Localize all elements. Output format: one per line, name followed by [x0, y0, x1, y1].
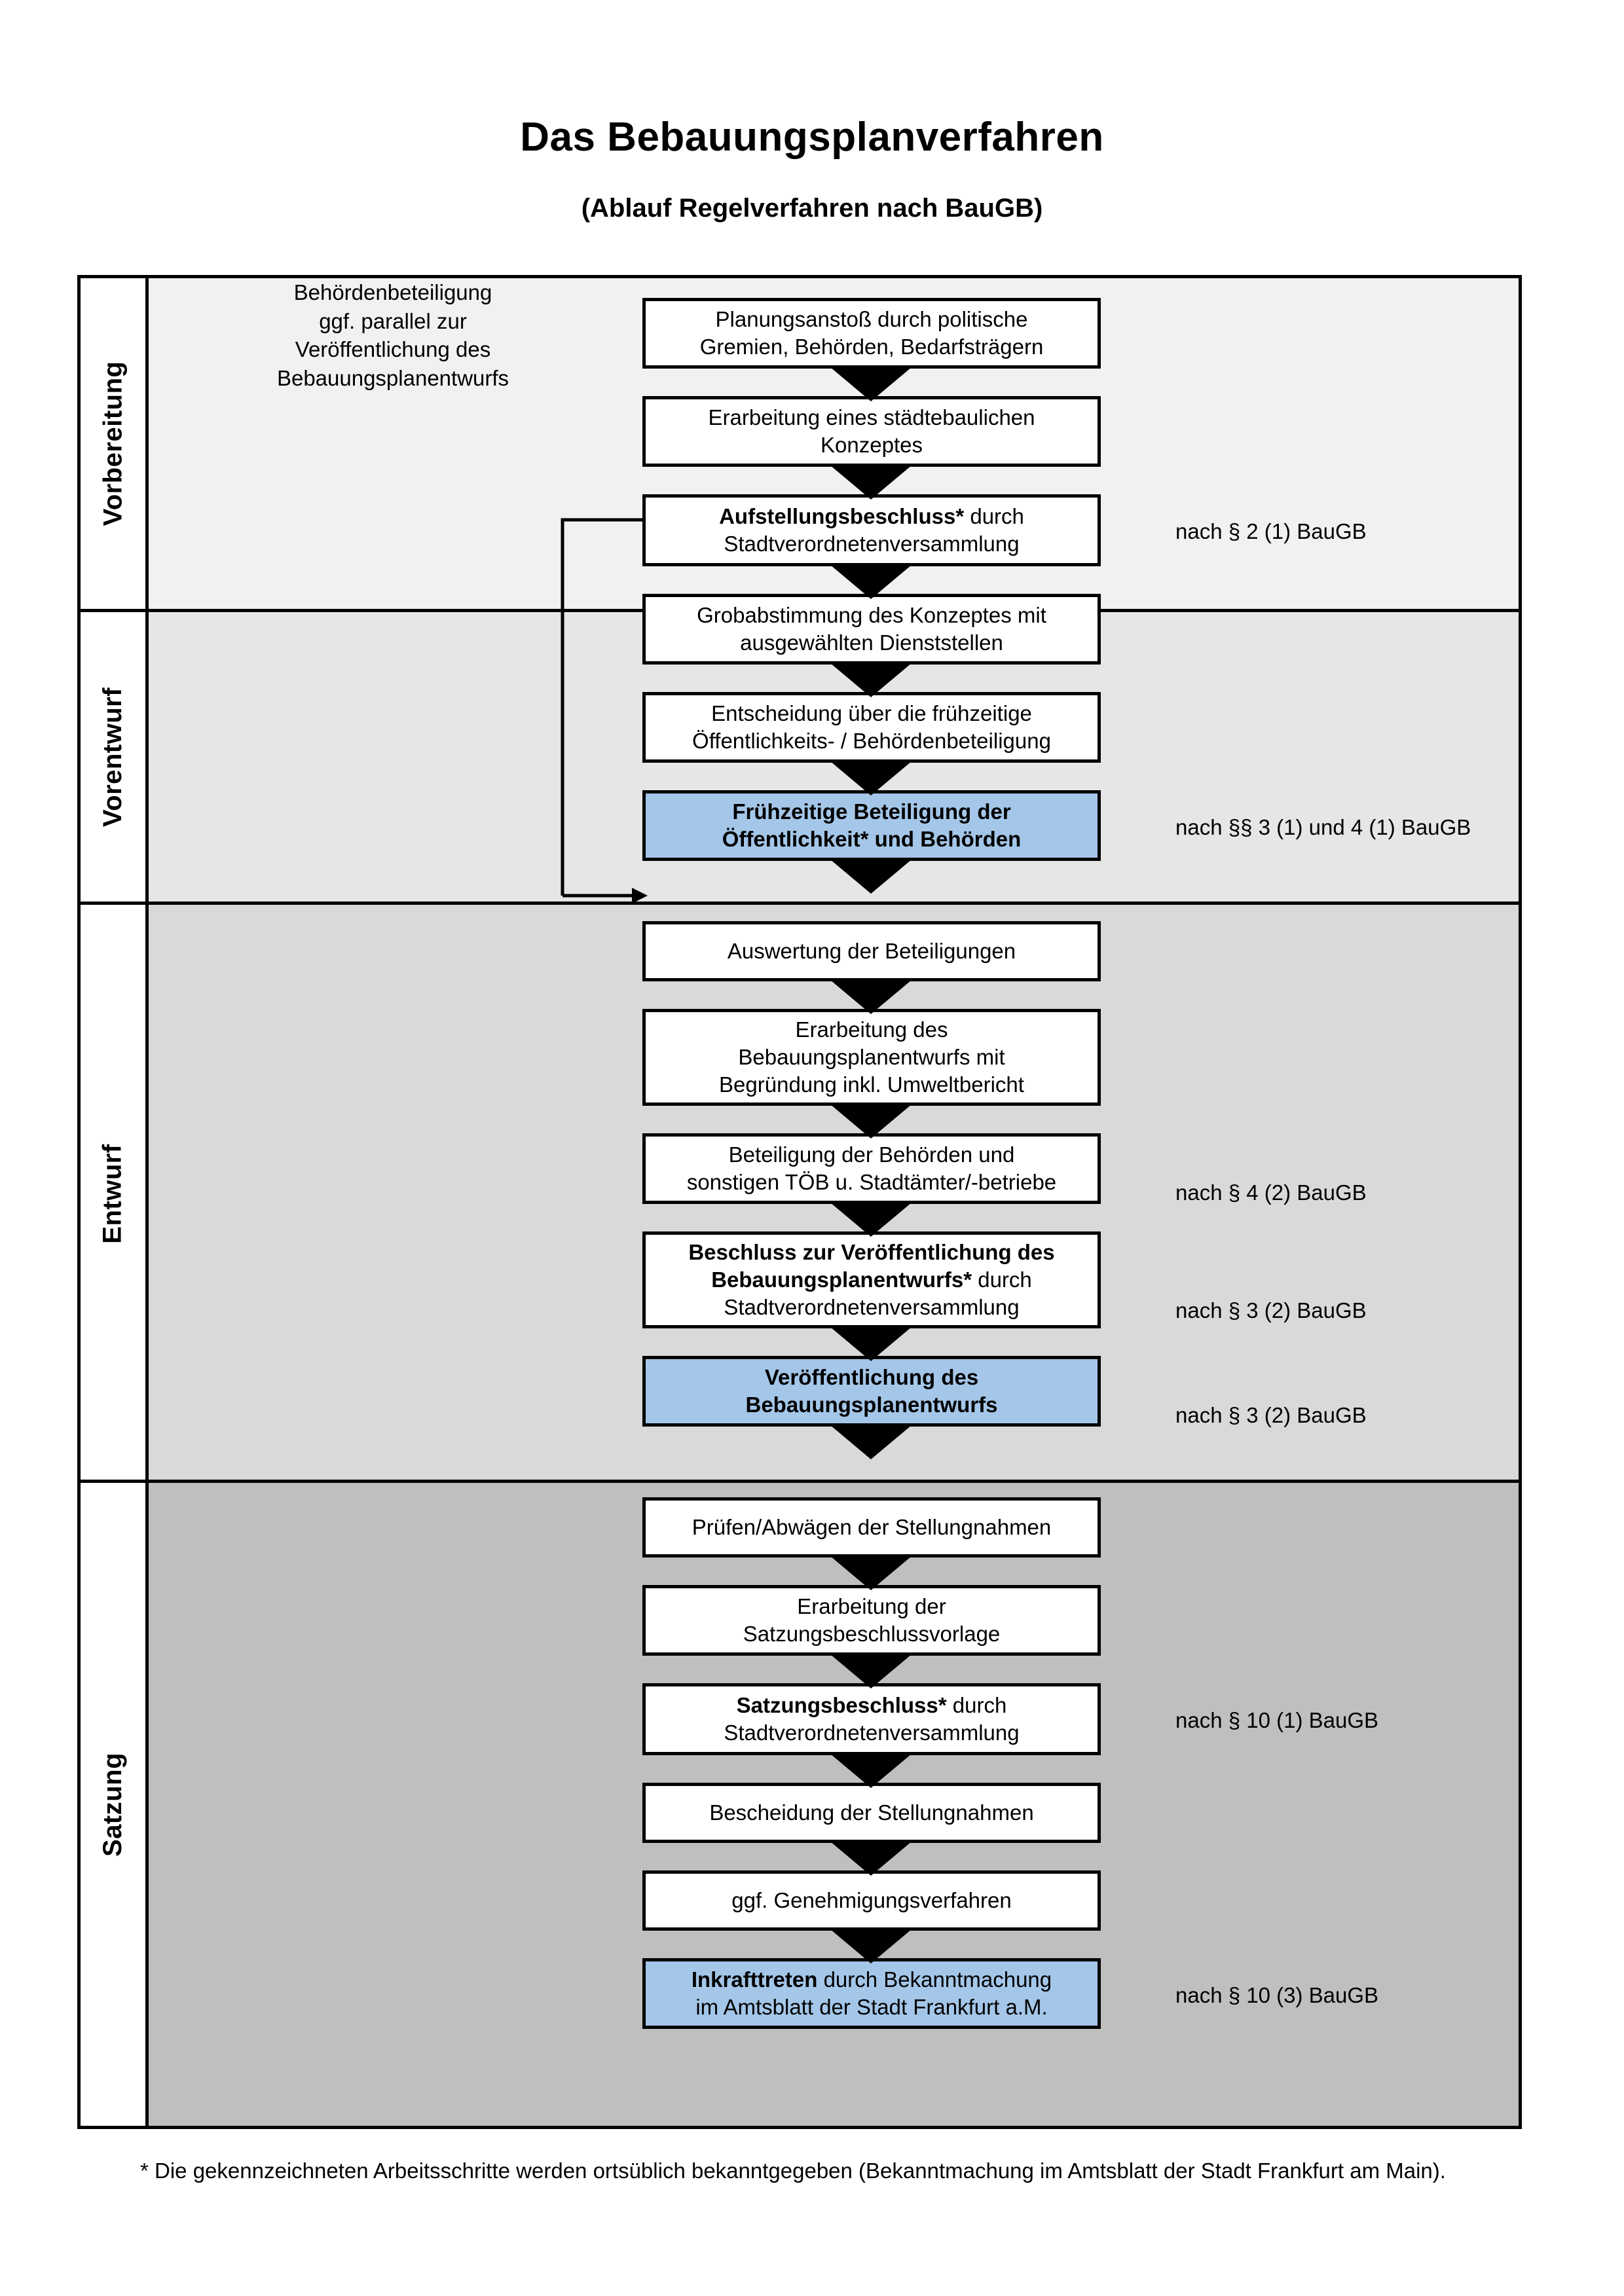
step-text: Auswertung der Beteiligungen: [727, 938, 1016, 963]
arrow-down-icon: [830, 367, 912, 401]
step-beschluss-veroeffentlichung[interactable]: Beschluss zur Veröffentlichung des Bebau…: [642, 1231, 1101, 1328]
phase-label-text: Satzung: [98, 1752, 128, 1857]
arrow-down-icon: [830, 1425, 912, 1459]
step-bescheidung-stellungnahmen[interactable]: Bescheidung der Stellungnahmen: [642, 1783, 1101, 1843]
phase-label-satzung: Satzung: [81, 1483, 145, 2126]
step-text: Prüfen/Abwägen der Stellungnahmen: [692, 1514, 1052, 1539]
flowchart-frame: Vorbereitung Vorentwurf Entwurf Satzung …: [77, 275, 1522, 2129]
phase-label-vorbereitung: Vorbereitung: [81, 278, 145, 609]
legal-ref-par3-2a: nach § 3 (2) BauGB: [1175, 1298, 1367, 1322]
arrow-down-icon: [830, 465, 912, 500]
step-text: Erarbeitung der Satzungsbeschlussvorlage: [743, 1594, 1001, 1646]
arrow-down-icon: [830, 663, 912, 697]
legal-ref-par4-2: nach § 4 (2) BauGB: [1175, 1180, 1367, 1205]
phase-label-vorentwurf: Vorentwurf: [81, 609, 145, 905]
step-text: Beteiligung der Behörden und sonstigen T…: [686, 1142, 1057, 1194]
step-text: Erarbeitung eines städtebaulichen Konzep…: [708, 405, 1035, 457]
step-planungsanstoss[interactable]: Planungsanstoß durch politische Gremien,…: [642, 298, 1101, 369]
step-text: Bescheidung der Stellungnahmen: [709, 1800, 1034, 1825]
legal-ref-par10-3: nach § 10 (3) BauGB: [1175, 1983, 1379, 2007]
step-satzungsbeschlussvorlage[interactable]: Erarbeitung der Satzungsbeschlussvorlage: [642, 1585, 1101, 1656]
step-erarbeitung-bplan-entwurf[interactable]: Erarbeitung des Bebauungsplanentwurfs mi…: [642, 1009, 1101, 1106]
step-text: Entscheidung über die frühzeitige Öffent…: [692, 701, 1051, 753]
behoerdenbeteiligung-note: Behördenbeteiligung ggf. parallel zur Ve…: [252, 278, 534, 392]
arrow-down-icon: [830, 1327, 912, 1361]
phase-label-text: Vorentwurf: [98, 687, 127, 827]
arrow-down-icon: [830, 1556, 912, 1590]
phase-label-text: Vorbereitung: [98, 361, 127, 526]
arrow-down-icon: [830, 1654, 912, 1688]
legal-ref-par3-4: nach §§ 3 (1) und 4 (1) BauGB: [1175, 815, 1471, 839]
step-text: Veröffentlichung des Bebauungsplanentwur…: [745, 1364, 998, 1417]
step-satzungsbeschluss[interactable]: Satzungsbeschluss* durch Stadtverordnete…: [642, 1683, 1101, 1755]
step-inkrafttreten[interactable]: Inkrafttreten durch Bekanntmachung im Am…: [642, 1958, 1101, 2029]
step-genehmigungsverfahren[interactable]: ggf. Genehmigungsverfahren: [642, 1870, 1101, 1931]
parallel-path-arrow-icon: [561, 518, 648, 903]
step-entscheidung-fruehzeitige[interactable]: Entscheidung über die frühzeitige Öffent…: [642, 692, 1101, 763]
arrow-down-icon: [830, 980, 912, 1014]
legal-ref-par10-1: nach § 10 (1) BauGB: [1175, 1708, 1379, 1732]
step-beteiligung-behoerden-toeb[interactable]: Beteiligung der Behörden und sonstigen T…: [642, 1133, 1101, 1204]
phase-label-text: Entwurf: [98, 1144, 127, 1244]
page-subtitle: (Ablauf Regelverfahren nach BauGB): [581, 194, 1043, 223]
note-line: ggf. parallel zur: [319, 308, 467, 333]
arrow-down-icon: [830, 565, 912, 599]
step-fruehzeitige-beteiligung[interactable]: Frühzeitige Beteiligung der Öffentlichke…: [642, 790, 1101, 861]
step-text: ggf. Genehmigungsverfahren: [731, 1887, 1012, 1912]
step-pruefen-abwaegen[interactable]: Prüfen/Abwägen der Stellungnahmen: [642, 1497, 1101, 1558]
arrow-down-icon: [830, 1203, 912, 1237]
note-line: Behördenbeteiligung: [293, 280, 492, 304]
arrow-down-icon: [830, 1754, 912, 1788]
phase-label-entwurf: Entwurf: [81, 905, 145, 1483]
step-text: Inkrafttreten durch Bekanntmachung im Am…: [691, 1967, 1052, 2019]
step-text: Satzungsbeschluss* durch Stadtverordnete…: [724, 1692, 1020, 1745]
phase-separator-2: [81, 902, 1519, 905]
page-title: Das Bebauungsplanverfahren: [520, 115, 1104, 160]
arrow-down-icon: [830, 1842, 912, 1876]
step-auswertung-beteiligungen[interactable]: Auswertung der Beteiligungen: [642, 921, 1101, 981]
title-block: Das Bebauungsplanverfahren (Ablauf Regel…: [0, 115, 1624, 223]
step-staedtebauliches-konzept[interactable]: Erarbeitung eines städtebaulichen Konzep…: [642, 396, 1101, 467]
phase-separator-3: [81, 1480, 1519, 1483]
step-text: Frühzeitige Beteiligung der Öffentlichke…: [722, 799, 1022, 851]
footnote: * Die gekennzeichneten Arbeitsschritte w…: [140, 2159, 1446, 2183]
arrow-down-icon: [830, 860, 912, 894]
legal-ref-par2-1: nach § 2 (1) BauGB: [1175, 519, 1367, 543]
step-grobabstimmung[interactable]: Grobabstimmung des Konzeptes mit ausgewä…: [642, 594, 1101, 665]
arrow-down-icon: [830, 1104, 912, 1139]
step-text: Grobabstimmung des Konzeptes mit ausgewä…: [697, 602, 1046, 655]
legal-ref-par3-2b: nach § 3 (2) BauGB: [1175, 1403, 1367, 1427]
step-text: Aufstellungsbeschluss* durch Stadtverord…: [719, 503, 1024, 556]
note-line: Veröffentlichung des: [295, 337, 491, 362]
step-text: Beschluss zur Veröffentlichung des Bebau…: [688, 1239, 1055, 1320]
phase-label-column: Vorbereitung Vorentwurf Entwurf Satzung: [81, 278, 149, 2126]
step-veroeffentlichung-bplan[interactable]: Veröffentlichung des Bebauungsplanentwur…: [642, 1356, 1101, 1427]
step-aufstellungsbeschluss[interactable]: Aufstellungsbeschluss* durch Stadtverord…: [642, 494, 1101, 566]
parallel-path-connector: [556, 517, 648, 907]
note-line: Bebauungsplanentwurfs: [276, 365, 509, 390]
arrow-down-icon: [830, 761, 912, 795]
arrow-down-icon: [830, 1929, 912, 1963]
step-text: Planungsanstoß durch politische Gremien,…: [699, 306, 1044, 359]
step-text: Erarbeitung des Bebauungsplanentwurfs mi…: [719, 1017, 1024, 1097]
